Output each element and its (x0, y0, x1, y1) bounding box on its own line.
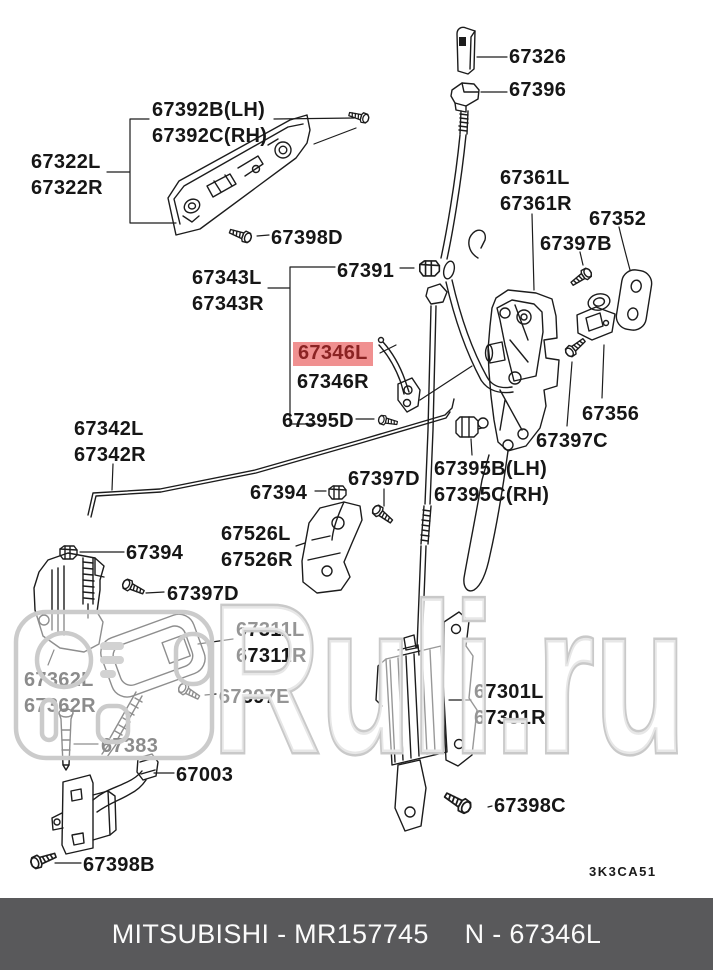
part-label-67003: 67003 (176, 764, 234, 786)
part-label-67392: 67392B(LH)67392C(RH) (152, 99, 268, 147)
part-label-67397C: 67397C (536, 430, 608, 452)
plate-code: 3K3CA51 (589, 864, 657, 879)
part-label-67383: 67383 (101, 735, 159, 757)
actuator-drawing (375, 611, 478, 832)
striker-drawing (576, 293, 616, 341)
part-label-67356: 67356 (582, 403, 640, 425)
footer-bar: MITSUBISHI - MR157745 N - 67346L (0, 898, 713, 970)
part-label-67398D: 67398D (271, 227, 343, 249)
part-label-67398C: 67398C (494, 795, 566, 817)
part-label-67391: 67391 (337, 260, 395, 282)
inner-bracket-drawing (301, 501, 363, 594)
part-label-67346L: 67346L (293, 342, 373, 366)
part-label-67397B: 67397B (540, 233, 612, 255)
part-label-67394l: 67394 (126, 542, 184, 564)
part-label-67394r: 67394 (250, 482, 308, 504)
lock-rod-drawing (87, 398, 455, 518)
clip-drawing-67395 (455, 416, 489, 438)
footer-brand-part: MITSUBISHI - MR157745 (111, 918, 429, 949)
door-check-drawing (51, 753, 159, 855)
part-label-67352: 67352 (589, 208, 647, 230)
door-lock-drawing (463, 289, 560, 592)
part-label-67395D: 67395D (282, 410, 354, 432)
part-label-67397Dr: 67397D (348, 468, 420, 490)
part-label-67397Dl: 67397D (167, 583, 239, 605)
part-label-67396: 67396 (509, 79, 567, 101)
part-label-67397E: 67397E (219, 686, 290, 708)
part-label-67326: 67326 (509, 46, 567, 68)
part-label-67395BC: 67395B(LH)67395C(RH) (434, 458, 550, 506)
lock-lever-drawing (377, 336, 421, 413)
outer-handle-drawing (167, 114, 311, 236)
footer-ref: N - 67346L (464, 918, 602, 949)
part-label-67346R: 67346R (297, 371, 369, 393)
lock-knob-drawing (456, 26, 476, 75)
plate-drawing (615, 269, 653, 331)
part-label-67398B: 67398B (83, 854, 155, 876)
